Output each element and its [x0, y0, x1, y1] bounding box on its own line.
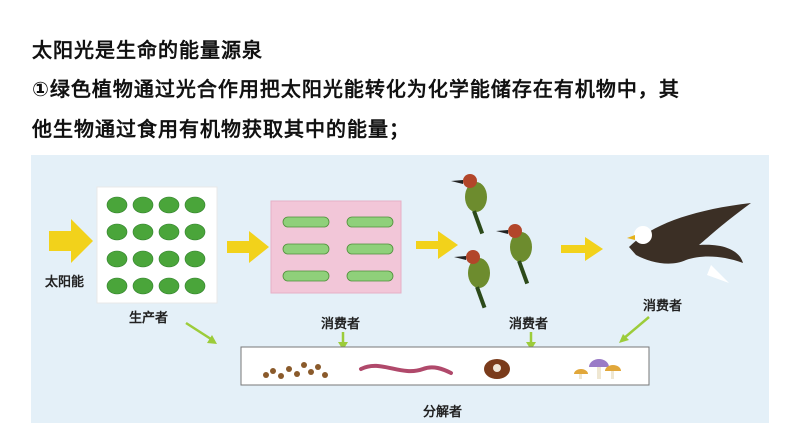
bird-2: [496, 224, 532, 285]
sun-energy-label: 太阳能: [45, 275, 85, 290]
sun-arrow: [49, 219, 93, 263]
paragraph-line-1: ①绿色植物通过光合作用把太阳光能转化为化学能储存在有机物中，其: [32, 77, 680, 101]
bird-3: [454, 250, 490, 309]
eagle: [627, 203, 751, 283]
bee-eater-birds: [451, 174, 532, 309]
decomposer-soil: [263, 362, 328, 379]
mushrooms: [574, 359, 621, 379]
pointer-arrows: [185, 316, 650, 345]
title: 太阳光是生命的能量源泉: [32, 38, 263, 62]
producer-leaves: [96, 186, 218, 304]
consumer-label-2: 消费者: [509, 317, 549, 332]
earthworm: [359, 363, 453, 375]
producer-label: 生产者: [129, 311, 169, 326]
diagram-graphics: [49, 174, 751, 386]
beetle: [484, 359, 510, 379]
consumer-label-3: 消费者: [643, 299, 683, 314]
bird-1: [451, 174, 487, 235]
decomposer-label: 分解者: [423, 405, 463, 420]
decomposer-box: [240, 346, 650, 386]
food-chain-diagram: 太阳能 生产者 消费者 消费者 消费者 分解者: [31, 155, 769, 423]
caterpillar-board: [270, 200, 402, 294]
paragraph-line-2: 他生物通过食用有机物获取其中的能量；: [32, 117, 410, 141]
flow-arrow-1: [227, 231, 269, 263]
flow-arrow-2: [416, 231, 458, 259]
consumer-label-1: 消费者: [321, 317, 361, 332]
flow-arrow-3: [561, 237, 603, 261]
